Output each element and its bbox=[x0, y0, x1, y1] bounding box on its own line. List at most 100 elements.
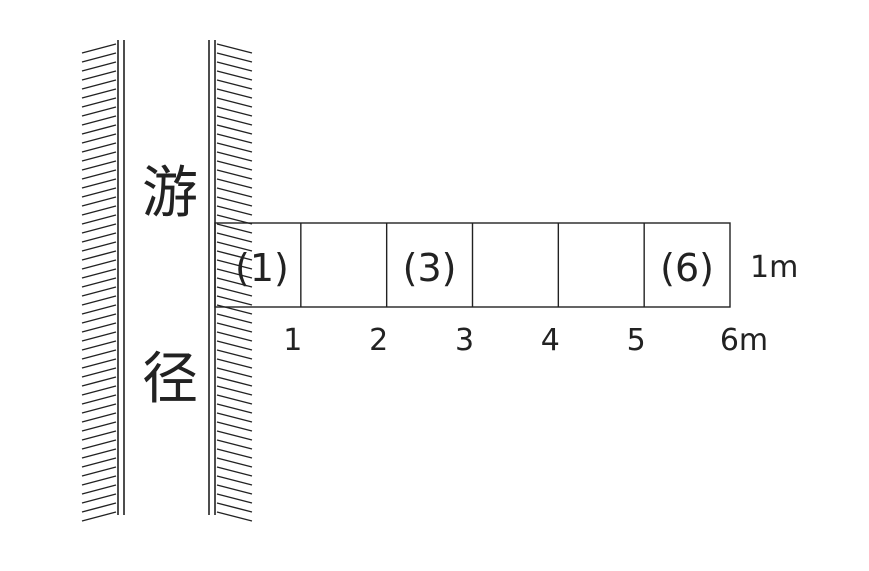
hatch-line bbox=[81, 340, 117, 351]
hatch-line bbox=[216, 466, 253, 477]
hatch-line bbox=[216, 43, 253, 54]
hatch-line bbox=[216, 340, 253, 351]
hatch-line bbox=[216, 358, 253, 369]
hatch-line bbox=[81, 358, 117, 369]
hatch-line bbox=[216, 61, 253, 72]
hatch-line bbox=[216, 133, 253, 144]
hatch-line bbox=[81, 196, 117, 207]
axis-label: 1 bbox=[283, 323, 302, 358]
hatch-line bbox=[81, 376, 117, 387]
hatch-line bbox=[216, 331, 253, 342]
hatch-line bbox=[216, 403, 253, 414]
hatch-line bbox=[81, 367, 117, 378]
hatch-line bbox=[81, 448, 117, 459]
hatch-line bbox=[81, 160, 117, 171]
hatch-line bbox=[216, 286, 253, 297]
hatch-line bbox=[216, 394, 253, 405]
hatch-line bbox=[81, 259, 117, 270]
hatch-line bbox=[216, 70, 253, 81]
hatch-line bbox=[216, 349, 253, 360]
hatch-line bbox=[216, 187, 253, 198]
axis-label: 4 bbox=[541, 323, 560, 358]
hatch-line bbox=[216, 484, 253, 495]
hatch-line bbox=[216, 502, 253, 513]
hatch-line bbox=[216, 79, 253, 90]
path-label-char-1: 游 bbox=[142, 161, 198, 226]
hatch-line bbox=[81, 106, 117, 117]
hatch-line bbox=[216, 322, 253, 333]
hatch-line bbox=[81, 88, 117, 99]
hatch-line bbox=[216, 97, 253, 108]
hatch-line bbox=[81, 385, 117, 396]
axis-label: 6m bbox=[720, 323, 768, 358]
hatch-line bbox=[81, 277, 117, 288]
hatch-line bbox=[81, 466, 117, 477]
hatch-line bbox=[216, 52, 253, 63]
hatch-line bbox=[216, 376, 253, 387]
hatch-line bbox=[81, 52, 117, 63]
hatch-line bbox=[81, 61, 117, 72]
hatch-line bbox=[216, 250, 253, 261]
right-wall-hatching bbox=[216, 43, 253, 522]
hatch-line bbox=[81, 214, 117, 225]
hatch-line bbox=[81, 124, 117, 135]
hatch-line bbox=[216, 106, 253, 117]
hatch-line bbox=[216, 493, 253, 504]
hatch-line bbox=[81, 313, 117, 324]
hatch-line bbox=[216, 367, 253, 378]
hatch-line bbox=[216, 457, 253, 468]
left-wall bbox=[117, 40, 125, 515]
hatch-line bbox=[216, 412, 253, 423]
hatch-line bbox=[216, 259, 253, 270]
hatch-line bbox=[216, 511, 253, 522]
hatch-line bbox=[216, 430, 253, 441]
hatch-line bbox=[216, 169, 253, 180]
hatch-line bbox=[81, 502, 117, 513]
hatch-line bbox=[81, 511, 117, 522]
hatch-line bbox=[81, 421, 117, 432]
hatch-line bbox=[81, 322, 117, 333]
hatch-line bbox=[81, 250, 117, 261]
cell-label: (1) bbox=[235, 246, 289, 290]
axis-label: 2 bbox=[369, 323, 388, 358]
hatch-line bbox=[216, 268, 253, 279]
hatch-line bbox=[81, 430, 117, 441]
hatch-line bbox=[216, 277, 253, 288]
hatch-line bbox=[81, 412, 117, 423]
hatch-line bbox=[216, 178, 253, 189]
axis-label: 3 bbox=[455, 323, 474, 358]
hatch-line bbox=[81, 142, 117, 153]
height-label: 1m bbox=[750, 250, 798, 285]
cell-label: (3) bbox=[403, 246, 457, 290]
hatch-line bbox=[81, 169, 117, 180]
hatch-line bbox=[81, 232, 117, 243]
hatch-line bbox=[81, 223, 117, 234]
hatch-line bbox=[81, 187, 117, 198]
hatch-line bbox=[81, 403, 117, 414]
hatch-line bbox=[81, 331, 117, 342]
path-label-char-2: 径 bbox=[142, 347, 198, 412]
hatch-line bbox=[81, 178, 117, 189]
hatch-line bbox=[81, 349, 117, 360]
hatch-line bbox=[81, 79, 117, 90]
square-strip bbox=[214, 222, 731, 308]
hatch-line bbox=[81, 151, 117, 162]
hatch-line bbox=[81, 97, 117, 108]
hatch-line bbox=[81, 133, 117, 144]
hatch-line bbox=[81, 475, 117, 486]
hatch-line bbox=[216, 88, 253, 99]
hatch-line bbox=[216, 160, 253, 171]
hatch-line bbox=[81, 115, 117, 126]
hatch-line bbox=[216, 151, 253, 162]
cell-label: (6) bbox=[660, 246, 714, 290]
hatch-line bbox=[216, 223, 253, 234]
hatch-line bbox=[216, 241, 253, 252]
hatch-line bbox=[81, 439, 117, 450]
hatch-line bbox=[81, 484, 117, 495]
hatch-line bbox=[216, 439, 253, 450]
hatch-line bbox=[81, 286, 117, 297]
hatch-line bbox=[81, 493, 117, 504]
left-wall-hatching bbox=[81, 43, 117, 522]
